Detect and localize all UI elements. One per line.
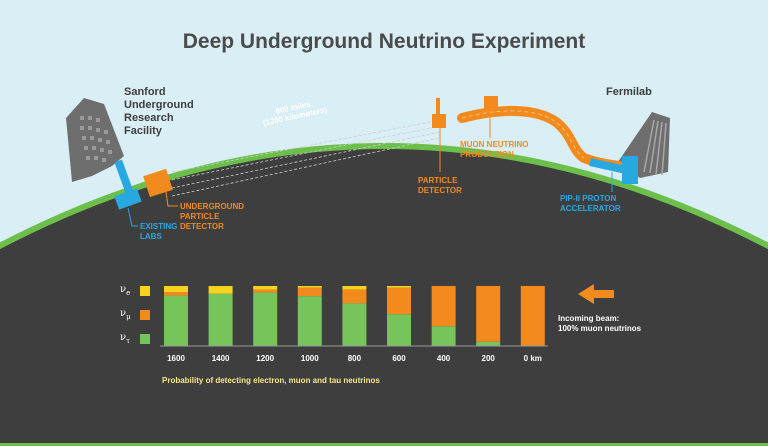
bar-nu-tau-3 — [297, 296, 322, 346]
neutrino-beam — [171, 119, 441, 197]
x-tick-label: 1600 — [167, 354, 185, 363]
bar-nu-tau-4 — [342, 303, 367, 346]
beam-line1: Incoming beam: — [558, 314, 620, 323]
pip-line1: PIP-II PROTON — [560, 194, 617, 203]
particle-line1: PARTICLE — [418, 176, 458, 185]
x-tick-label: 200 — [481, 354, 495, 363]
muon-line1: MUON NEUTRINO — [460, 140, 529, 149]
legend-label-nu-e: νe — [120, 284, 131, 297]
legend-swatch-nu-mu — [140, 310, 150, 320]
x-tick-label: 400 — [436, 354, 451, 363]
x-tick-label: 0 km — [523, 354, 542, 363]
bar-nu-e-2 — [253, 286, 278, 290]
chart-caption: Probability of detecting electron, muon … — [162, 376, 380, 385]
existing-labs-leader — [127, 207, 138, 227]
pip-accelerator-icon — [589, 156, 638, 184]
legend-label-nu-tau: ντ — [120, 332, 130, 345]
bar-nu-tau-0 — [164, 295, 188, 346]
bar-nu-e-3 — [297, 286, 322, 288]
existing-labs-label: EXISTING LABS — [140, 222, 177, 242]
legend-swatch-nu-e — [140, 286, 150, 296]
underground-detector-icon — [143, 168, 173, 198]
bar-nu-mu-3 — [297, 287, 322, 297]
building-windows — [80, 116, 112, 162]
bar-nu-tau-7 — [476, 341, 501, 346]
muon-line2: PRODUCTION — [460, 150, 514, 159]
x-tick-label: 1400 — [211, 354, 230, 363]
bar-nu-mu-7 — [476, 286, 501, 342]
legend-label-nu-mu: νμ — [120, 308, 131, 321]
x-tick-label: 800 — [347, 354, 362, 363]
bar-nu-e-0 — [164, 286, 188, 292]
page-title: Deep Underground Neutrino Experiment — [182, 30, 586, 53]
beamline-dash — [461, 110, 585, 159]
earth-surface — [0, 143, 768, 446]
pip-line2: ACCELERATOR — [560, 204, 621, 213]
particle-detector-label: PARTICLE DETECTOR — [418, 176, 462, 196]
incoming-beam-label: Incoming beam: 100% muon neutrinos — [558, 314, 641, 334]
beam-line2: 100% muon neutrinos — [558, 324, 642, 333]
bar-nu-mu-4 — [342, 289, 367, 304]
existing-labs-line2: LABS — [140, 232, 162, 241]
sanford-label: Sanford Underground Research Facility — [124, 86, 194, 137]
particle-line2: DETECTOR — [418, 186, 462, 195]
sanford-building-icon — [66, 98, 124, 182]
bar-nu-mu-8 — [520, 286, 545, 346]
bar-nu-mu-5 — [387, 287, 411, 315]
bar-chart — [164, 286, 545, 346]
existing-labs-icon — [114, 159, 142, 210]
underground-detector-leader — [165, 191, 178, 207]
underground-detector-label: UNDERGROUND PARTICLE DETECTOR — [180, 202, 244, 232]
muon-production-icon — [484, 96, 498, 110]
x-tick-label: 1200 — [256, 354, 275, 363]
underground-line3: DETECTOR — [180, 222, 224, 231]
bar-nu-mu-0 — [164, 292, 188, 296]
x-tick-label: 600 — [392, 354, 406, 363]
incoming-beam-arrow-icon — [578, 284, 614, 304]
existing-labs-line1: EXISTING — [140, 222, 178, 231]
legend-swatch-nu-tau — [140, 334, 150, 344]
bar-nu-mu-2 — [253, 289, 278, 293]
bar-nu-e-1 — [208, 286, 233, 294]
pip-accelerator-label: PIP-II PROTON ACCELERATOR — [560, 194, 621, 214]
bar-nu-tau-1 — [208, 293, 233, 346]
bar-nu-tau-5 — [387, 314, 411, 346]
near-detector-icon — [432, 114, 446, 128]
x-tick-label: 1000 — [300, 354, 319, 363]
bar-nu-e-5 — [387, 286, 411, 288]
bar-nu-e-4 — [342, 286, 367, 290]
underground-line2: PARTICLE — [180, 212, 220, 221]
muon-production-label: MUON NEUTRINO PRODUCTION — [460, 140, 528, 160]
bar-nu-tau-2 — [253, 292, 278, 346]
bar-nu-tau-6 — [431, 326, 456, 346]
underground-line1: UNDERGROUND — [180, 202, 244, 211]
bar-nu-mu-6 — [431, 286, 456, 327]
fermilab-label: Fermilab — [606, 86, 652, 98]
